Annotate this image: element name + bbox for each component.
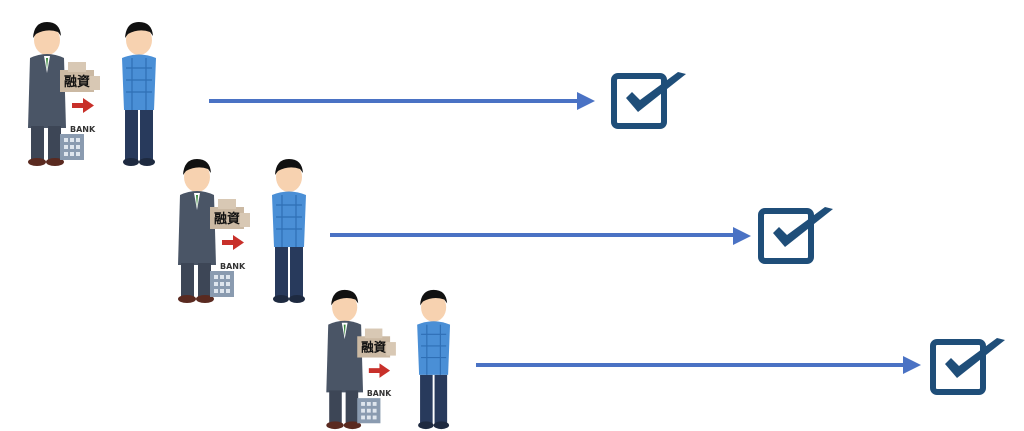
banker-figure: [178, 159, 216, 303]
right-arrow-icon: [577, 92, 595, 110]
row-2: 融資 BANK: [178, 159, 833, 303]
loan-sign-label: 融資: [64, 74, 90, 90]
bank-sign-label: BANK: [70, 125, 96, 134]
transfer-arrow-icon: [222, 235, 244, 250]
customer-figure: [417, 289, 451, 430]
checkbox-check-icon: [930, 338, 1005, 395]
transfer-arrow-icon: [368, 363, 391, 378]
transfer-arrow-icon: [72, 98, 94, 113]
banker-figure: [28, 22, 66, 166]
checkbox-check-icon: [611, 72, 686, 129]
bank-building-icon: BANK: [357, 389, 392, 424]
row-1: 融資 BANK: [0, 0, 1024, 170]
banker-customer-scene: 融資 BANK: [28, 22, 156, 166]
checkbox-check-icon: [758, 207, 833, 264]
progress-arrow: [330, 233, 736, 237]
customer-figure: [272, 159, 306, 303]
right-arrow-icon: [733, 227, 751, 245]
banker-figure: [326, 289, 364, 430]
loan-sign-label: 融資: [361, 340, 387, 355]
bank-sign-label: BANK: [220, 262, 246, 271]
customer-figure: [122, 22, 156, 166]
progress-arrow: [476, 363, 906, 367]
loan-box: 融資: [357, 328, 396, 358]
banker-customer-scene: 融資 BANK: [326, 289, 451, 430]
banker-customer-scene: 融資 BANK: [178, 159, 306, 303]
loan-box: 融資: [210, 199, 250, 229]
bank-sign-label: BANK: [367, 389, 392, 398]
bank-building-icon: BANK: [60, 125, 96, 160]
loan-sign-label: 融資: [214, 211, 240, 227]
right-arrow-icon: [903, 356, 921, 374]
loan-box: 融資: [60, 62, 100, 92]
bank-building-icon: BANK: [210, 262, 246, 297]
progress-arrow: [209, 99, 581, 103]
